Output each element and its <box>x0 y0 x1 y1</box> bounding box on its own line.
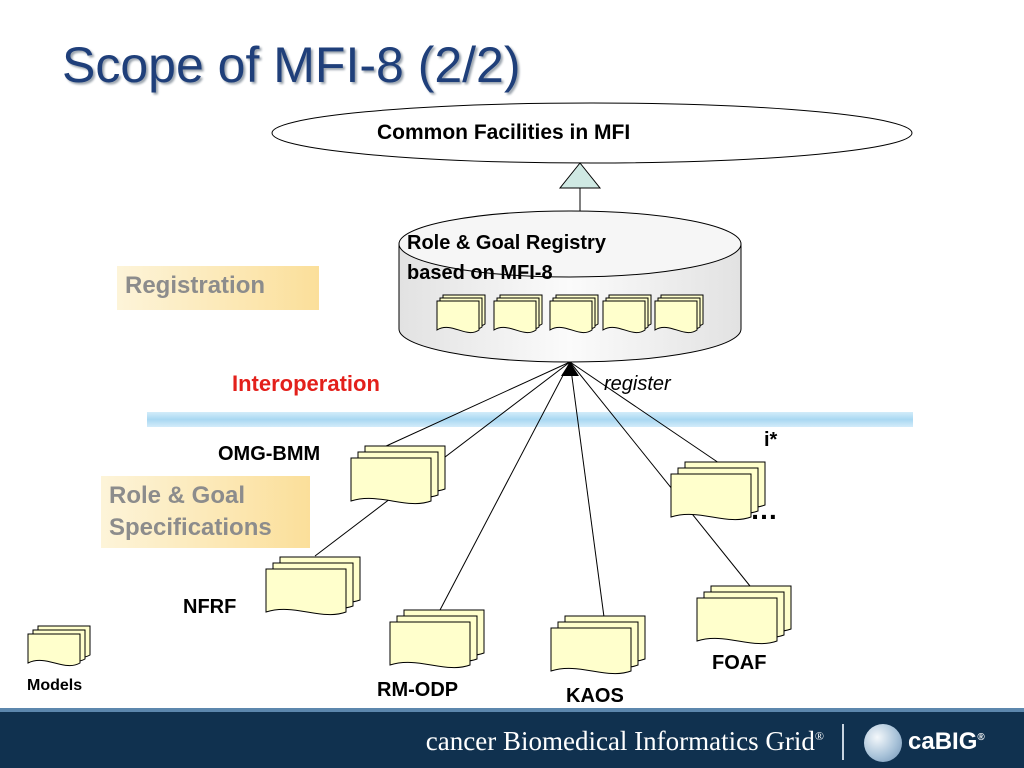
common-facilities-ellipse <box>271 102 913 164</box>
specifications-label-line-2: Specifications <box>109 514 272 541</box>
connector-line-5 <box>569 361 751 587</box>
cabig-logo: caBIG® <box>908 728 985 756</box>
model-label-rm-odp: RM-ODP <box>377 679 459 701</box>
document-stack-kaos-sheet <box>550 627 632 675</box>
footer-text: cancer Biomedical Informatics Grid® <box>426 726 824 757</box>
document-stack-istar <box>670 461 766 521</box>
inheritance-arrowhead <box>558 162 602 189</box>
registry-document-3-sheet <box>549 300 593 334</box>
registry-label-line-1: Role & Goal Registry <box>407 232 606 254</box>
cabig-logo-registered-mark: ® <box>977 732 985 743</box>
connector-line-4 <box>569 361 605 618</box>
registry-document-4 <box>602 294 652 334</box>
document-stack-omg-bmm-sheet <box>350 457 432 505</box>
document-stack-kaos <box>550 615 646 675</box>
connector-arrowhead <box>561 362 579 376</box>
common-facilities-label: Common Facilities in MFI <box>377 121 631 144</box>
registry-document-2 <box>493 294 543 334</box>
specifications-label-line-1: Role & Goal <box>109 482 246 509</box>
footer-registered-mark: ® <box>814 729 824 743</box>
footer-name: cancer Biomedical Informatics Grid <box>425 726 815 756</box>
model-label-kaos: KAOS <box>566 685 624 707</box>
document-stack-omg-bmm <box>350 445 446 505</box>
model-label-nfrf: NFRF <box>183 596 237 618</box>
registration-box: Registration <box>117 266 319 310</box>
registry-label-line-2: based on MFI-8 <box>407 262 553 284</box>
model-label-istar: i* <box>764 429 778 451</box>
footer-bar: cancer Biomedical Informatics Grid® caBI… <box>0 708 1024 768</box>
footer-divider <box>842 724 844 760</box>
model-documents <box>27 445 792 675</box>
document-stack-rm-odp <box>389 609 485 669</box>
registry-document-3 <box>549 294 599 334</box>
document-stack-nfrf-sheet <box>265 568 347 616</box>
connector-line-1 <box>383 361 571 448</box>
register-label: register <box>604 373 671 395</box>
cabig-logo-text: caBIG <box>908 728 978 755</box>
document-stack-rm-odp-sheet <box>389 621 471 669</box>
connector-line-6 <box>569 361 720 464</box>
interoperation-label: Interoperation <box>232 371 380 396</box>
document-stack-legend <box>27 625 91 667</box>
registry-document-5 <box>654 294 704 334</box>
registry-label: Role & Goal Registry based on MFI-8 <box>407 228 606 288</box>
document-stack-legend-sheet <box>27 633 81 667</box>
registry-document-4-sheet <box>602 300 646 334</box>
diagram-canvas <box>27 102 913 675</box>
document-stack-foaf-sheet <box>696 597 778 645</box>
registry-document-1-sheet <box>436 300 480 334</box>
registry-documents <box>436 294 704 334</box>
ellipsis-label: … <box>750 494 780 525</box>
document-stack-nfrf <box>265 556 361 616</box>
registration-label: Registration <box>125 272 266 299</box>
model-label-omg-bmm: OMG-BMM <box>218 443 321 465</box>
specifications-box: Role & Goal Specifications <box>101 476 310 548</box>
document-stack-istar-sheet <box>670 473 752 521</box>
connector-line-3 <box>439 361 571 611</box>
legend-models-label: Models <box>27 677 83 694</box>
document-stack-foaf <box>696 585 792 645</box>
slide-title: Scope of MFI-8 (2/2) <box>62 37 521 93</box>
globe-icon <box>864 724 902 762</box>
model-label-foaf: FOAF <box>712 652 767 674</box>
registry-document-5-sheet <box>654 300 698 334</box>
interoperation-band <box>147 412 913 427</box>
registry-document-2-sheet <box>493 300 537 334</box>
registry-document-1 <box>436 294 486 334</box>
